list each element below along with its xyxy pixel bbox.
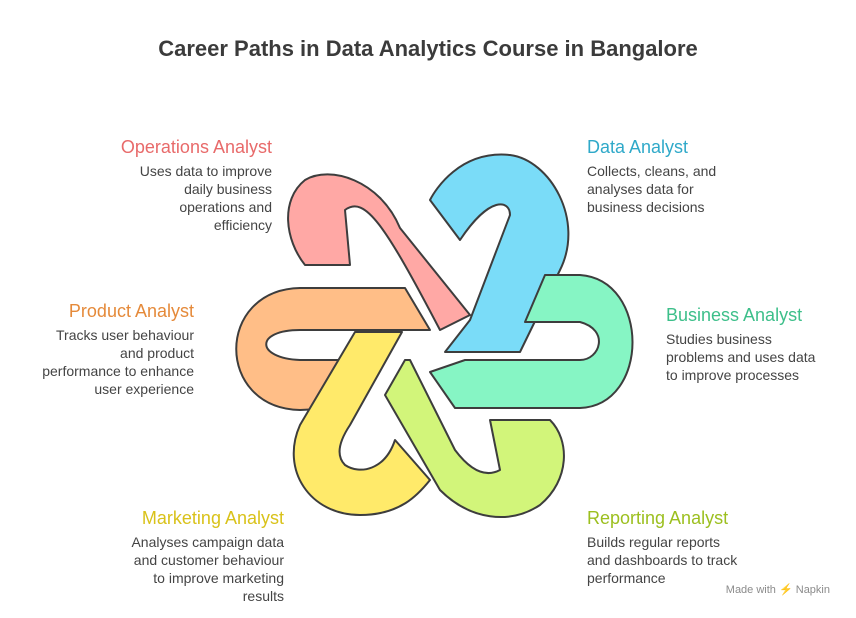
desc-line: efficiency	[213, 217, 272, 233]
desc-line: Uses data to improve	[139, 163, 272, 179]
operations-analyst-description: Uses data to improve daily business oper…	[60, 162, 272, 234]
data-analyst-heading: Data Analyst	[587, 137, 689, 157]
desc-line: daily business	[184, 181, 272, 197]
desc-line: to improve processes	[666, 367, 800, 383]
bolt-icon: ⚡	[778, 584, 793, 596]
reporting-loop-shape	[384, 359, 565, 518]
desc-line: Builds regular reports	[587, 534, 721, 550]
desc-line: operations and	[179, 199, 272, 215]
operations-loop-shape	[287, 173, 471, 331]
desc-line: performance	[587, 570, 666, 586]
desc-line: user experience	[94, 381, 194, 397]
business-analyst-block: Business Analyst Studies business proble…	[666, 304, 846, 384]
operations-analyst-block: Operations Analyst Uses data to improve …	[60, 136, 272, 234]
brand-label: Napkin	[795, 584, 830, 596]
business-loop-shape	[429, 274, 634, 409]
desc-line: and product	[120, 345, 194, 361]
desc-line: Tracks user behaviour	[56, 327, 194, 343]
made-with-label: Made with	[725, 584, 776, 596]
product-analyst-block: Product Analyst Tracks user behaviour an…	[20, 300, 194, 398]
marketing-analyst-block: Marketing Analyst Analyses campaign data…	[60, 507, 284, 605]
product-analyst-description: Tracks user behaviour and product perfor…	[20, 326, 194, 398]
business-analyst-description: Studies business problems and uses data …	[666, 330, 846, 384]
desc-line: Studies business	[666, 331, 772, 347]
desc-line: Analyses campaign data	[131, 534, 284, 550]
data-analyst-block: Data Analyst Collects, cleans, and analy…	[587, 136, 807, 216]
business-analyst-heading: Business Analyst	[666, 305, 803, 325]
desc-line: and customer behaviour	[133, 552, 284, 568]
desc-line: Collects, cleans, and	[587, 163, 717, 179]
marketing-analyst-heading: Marketing Analyst	[141, 508, 284, 528]
reporting-analyst-description: Builds regular reports and dashboards to…	[587, 533, 807, 587]
desc-line: performance to enhance	[42, 363, 194, 379]
made-with-napkin[interactable]: Made with ⚡ Napkin	[726, 583, 830, 596]
reporting-analyst-block: Reporting Analyst Builds regular reports…	[587, 507, 807, 587]
data-analyst-description: Collects, cleans, and analyses data for …	[587, 162, 807, 216]
operations-analyst-heading: Operations Analyst	[120, 137, 272, 157]
desc-line: results	[242, 588, 284, 604]
desc-line: business decisions	[587, 199, 705, 215]
product-loop-shape	[235, 287, 431, 411]
desc-line: to improve marketing	[153, 570, 284, 586]
desc-line: and dashboards to track	[587, 552, 738, 568]
reporting-analyst-heading: Reporting Analyst	[587, 508, 729, 528]
marketing-loop-shape	[292, 331, 431, 516]
desc-line: analyses data for	[587, 181, 694, 197]
product-analyst-heading: Product Analyst	[68, 301, 194, 321]
page-title: Career Paths in Data Analytics Course in…	[158, 36, 698, 61]
desc-line: problems and uses data	[666, 349, 816, 365]
marketing-analyst-description: Analyses campaign data and customer beha…	[60, 533, 284, 605]
